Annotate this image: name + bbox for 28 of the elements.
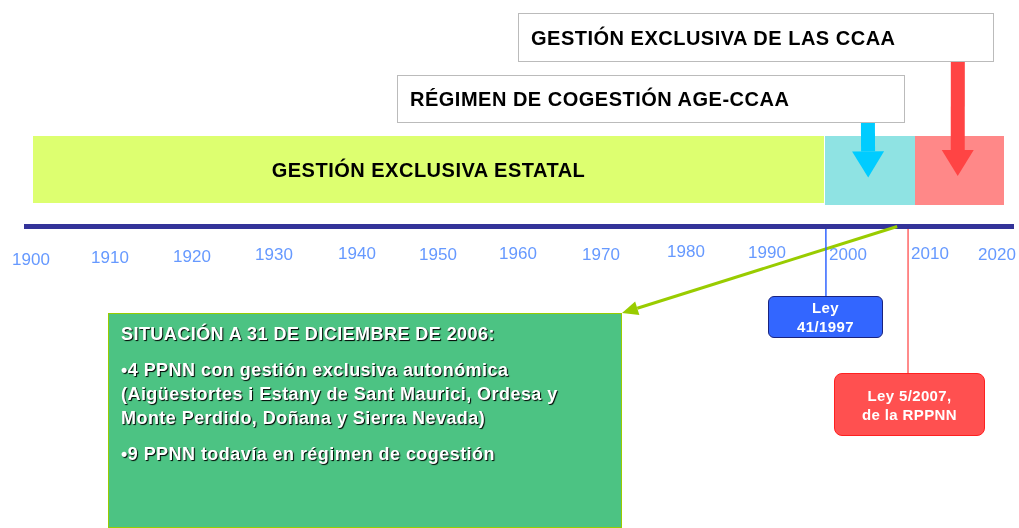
period-bar [825, 136, 915, 205]
arrow [941, 62, 974, 176]
bullet-text: •4 PPNN con gestión exclusiva autonómica (Aigüestortes i Estany de Sant Maurici, Ordesa y Monte Perdido, Doñana y Sierra Nevada) [121, 359, 559, 430]
law-box: Ley 41/1997 [768, 296, 883, 338]
year-tick-label: 1900 [12, 249, 50, 271]
year-tick-label: 1980 [667, 241, 705, 263]
period-bar [915, 136, 1004, 205]
year-tick-label: 1940 [338, 243, 376, 265]
year-tick-label: 1910 [91, 247, 129, 269]
year-tick-label: 1930 [255, 244, 293, 266]
year-tick-label: 1920 [173, 246, 211, 268]
period-label-box: GESTIÓN EXCLUSIVA DE LAS CCAA [518, 13, 994, 62]
law-box: Ley 5/2007, de la RPPNN [834, 373, 985, 436]
timeline-axis [24, 224, 1014, 229]
arrow [622, 225, 898, 315]
year-tick-label: 2020 [978, 244, 1016, 266]
year-tick-label: 2000 [829, 244, 867, 266]
bullet-text: •9 PPNN todavía en régimen de cogestión [121, 443, 496, 466]
period-label-box: RÉGIMEN DE COGESTIÓN AGE-CCAA [397, 75, 905, 123]
year-tick-label: 1950 [419, 244, 457, 266]
year-tick-label: 1970 [582, 244, 620, 266]
year-tick-label: 1990 [748, 242, 786, 264]
year-tick-label: 2010 [911, 243, 949, 265]
arrow [852, 122, 885, 178]
summary-heading: SITUACIÓN A 31 DE DICIEMBRE DE 2006: [121, 322, 496, 346]
summary-box [108, 313, 622, 528]
year-tick-label: 1960 [499, 243, 537, 265]
period-bar: GESTIÓN EXCLUSIVA ESTATAL [33, 136, 824, 203]
